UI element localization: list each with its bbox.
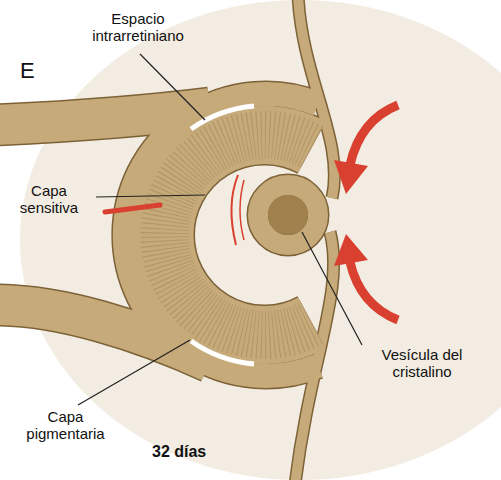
leader-lines — [78, 54, 362, 405]
movement-arrow — [350, 262, 398, 320]
tissue-outlines — [0, 0, 334, 480]
part-label: Capa sensitiva — [4, 182, 94, 217]
movement-arrow — [350, 105, 398, 165]
part-label: Vesícula del cristalino — [352, 346, 492, 381]
intraretinal-space — [191, 341, 254, 364]
background-ground — [20, 0, 501, 480]
movement-arrow-head — [334, 160, 368, 194]
tissue-bands — [0, 0, 334, 480]
hyaloid-vessel — [240, 180, 244, 240]
panel-letter: E — [20, 58, 50, 83]
retina-striation — [165, 135, 312, 335]
intraretinal-space — [191, 106, 254, 129]
part-label: Espacio intrarretiniano — [68, 10, 208, 45]
part-label: Capa pigmentaria — [8, 408, 123, 443]
hyaloid-vessel — [231, 175, 238, 245]
lens-cavity — [268, 195, 308, 235]
age-label: 32 días — [152, 443, 242, 461]
movement-arrow-head — [334, 234, 368, 266]
hyaloid-artery — [105, 205, 160, 212]
